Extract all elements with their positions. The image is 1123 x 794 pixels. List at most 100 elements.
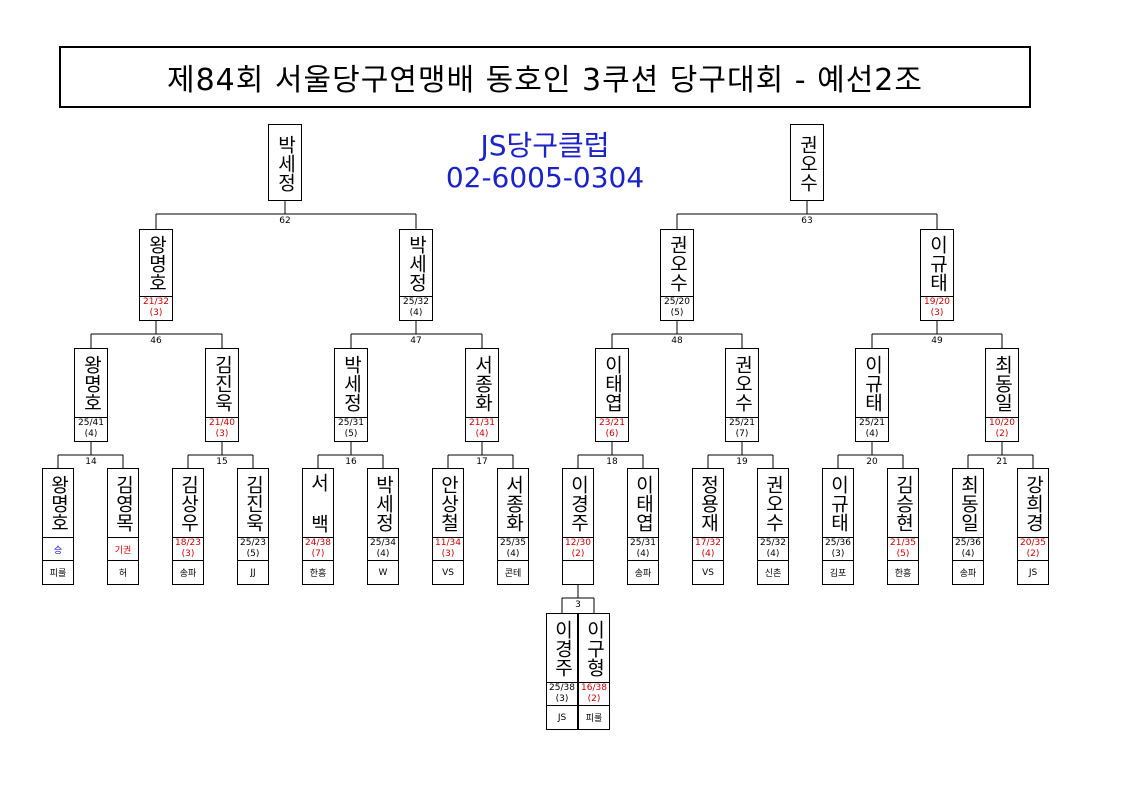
player-score: 25/32(4) (758, 537, 788, 564)
player-score: 25/23(5) (238, 537, 268, 564)
score-value: 승 (53, 545, 63, 556)
inning-value: (4) (409, 308, 423, 318)
player-score: 17/32(4) (693, 537, 723, 564)
player-club: 송파 (173, 560, 203, 584)
inning-value: (3) (149, 308, 163, 318)
player-club: 피룰 (579, 705, 609, 729)
player-name: 안상철 (437, 474, 460, 532)
player-club: 콘테 (498, 560, 528, 584)
match-number: 19 (727, 457, 757, 467)
inning-value: (7) (311, 549, 325, 559)
inning-value: (5) (670, 308, 684, 318)
player-score: 25/31(5) (335, 417, 367, 444)
score-value: 25/38 (549, 683, 575, 693)
player-name: 이경주 (551, 619, 574, 677)
player-box: 박세정 (268, 124, 302, 201)
player-name: 이규태 (827, 474, 850, 532)
player-box: 이규태 25/36(3)김포 (822, 468, 854, 585)
player-club: VS (433, 560, 463, 584)
score-value: 25/32 (403, 297, 429, 307)
player-club: JS (1018, 560, 1048, 584)
inning-value: (3) (831, 549, 845, 559)
player-name: 김진욱 (242, 474, 265, 532)
score-value: 25/21 (859, 418, 885, 428)
player-club: 한흥 (888, 560, 918, 584)
player-club: 신촌 (758, 560, 788, 584)
player-name: 이경주 (567, 474, 590, 532)
player-name: 권오수 (762, 474, 785, 532)
player-score: 18/23(3) (173, 537, 203, 564)
player-name: 이태엽 (632, 474, 655, 532)
player-score: 10/20(2) (986, 417, 1018, 444)
player-score: 16/38(2) (579, 682, 609, 709)
inning-value: (4) (84, 429, 98, 439)
player-club: 송파 (953, 560, 983, 584)
player-box: 박세정 25/32(4) (399, 229, 433, 321)
inning-value: (2) (571, 549, 585, 559)
inning-value: (3) (441, 549, 455, 559)
score-value: 20/35 (1020, 538, 1046, 548)
player-club: 송파 (628, 560, 658, 584)
player-score: 24/38(7) (303, 537, 333, 564)
inning-value: (2) (995, 429, 1009, 439)
player-score: 21/35(5) (888, 537, 918, 564)
player-score: 승 (43, 537, 73, 564)
score-value: 12/30 (565, 538, 591, 548)
player-club (563, 560, 593, 584)
player-score: 21/40(3) (206, 417, 238, 444)
player-box: 권오수 25/21(7) (725, 348, 759, 442)
score-value: 21/40 (209, 418, 235, 428)
player-box: 김상우 18/23(3)송파 (172, 468, 204, 585)
player-name: 김영목 (112, 474, 135, 532)
player-name: 박세정 (274, 135, 297, 192)
player-score: 25/34(4) (368, 537, 398, 564)
player-name: 김상우 (177, 474, 200, 532)
match-number: 17 (467, 457, 497, 467)
player-score: 19/20(3) (921, 296, 953, 323)
player-club: 김포 (823, 560, 853, 584)
player-name: 이규태 (926, 234, 949, 292)
player-name: 박세정 (405, 234, 428, 292)
inning-value: (4) (376, 549, 390, 559)
player-score: 25/21(7) (726, 417, 758, 444)
match-number: 49 (922, 336, 952, 346)
score-value: 21/31 (469, 418, 495, 428)
player-score: 25/36(3) (823, 537, 853, 564)
score-value: 17/32 (695, 538, 721, 548)
player-club: 피룰 (43, 560, 73, 584)
player-score: 21/31(4) (466, 417, 498, 444)
match-number: 47 (401, 336, 431, 346)
player-score: 21/32(3) (140, 296, 172, 323)
player-box: 권오수 25/32(4)신촌 (757, 468, 789, 585)
inning-value: (4) (475, 429, 489, 439)
player-name: 서종화 (502, 474, 525, 532)
match-number: 14 (76, 457, 106, 467)
score-value: 25/20 (664, 297, 690, 307)
inning-value: (6) (605, 429, 619, 439)
inning-value: (3) (181, 549, 195, 559)
score-value: 25/41 (78, 418, 104, 428)
inning-value: (2) (1026, 549, 1040, 559)
player-box: 권오수 (790, 124, 824, 201)
inning-value: (4) (865, 429, 879, 439)
score-value: 25/35 (500, 538, 526, 548)
player-name: 권오수 (731, 354, 754, 412)
player-score: 25/38(3) (547, 682, 577, 709)
score-value: 21/35 (890, 538, 916, 548)
player-club: W (368, 560, 398, 584)
score-value: 25/23 (240, 538, 266, 548)
score-value: 10/20 (989, 418, 1015, 428)
inning-value: (4) (766, 549, 780, 559)
